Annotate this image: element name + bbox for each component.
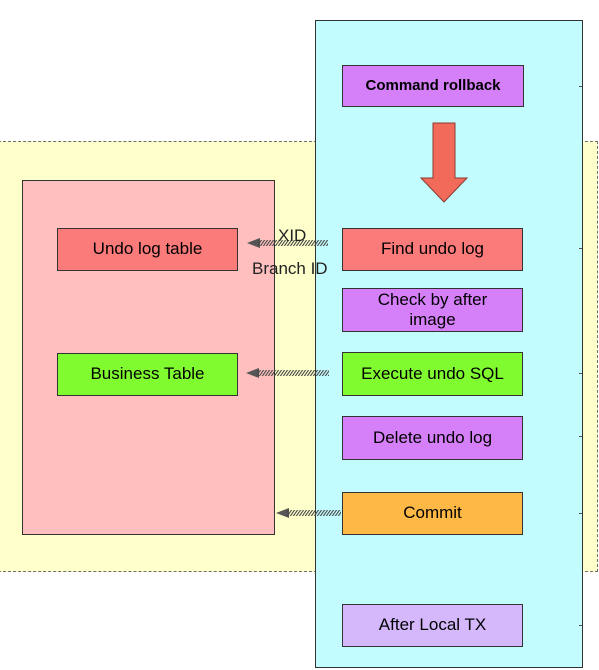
commit-step: Commit	[342, 492, 523, 535]
find-undo-log-step: Find undo log	[342, 228, 523, 271]
branch-id-label: Branch ID	[252, 259, 328, 278]
execute-undo-sql-step: Execute undo SQL	[342, 352, 523, 396]
after-local-tx-step: After Local TX	[342, 604, 523, 647]
arrow-execute-to-business-table	[246, 368, 329, 378]
edge-tick	[579, 86, 582, 87]
undo-log-table: Undo log table	[57, 228, 238, 271]
edge-tick	[579, 248, 582, 249]
edge-tick	[579, 625, 582, 626]
edge-tick	[579, 513, 582, 514]
arrow-find-to-undo-table	[247, 238, 328, 248]
business-table: Business Table	[57, 353, 238, 396]
xid-label: XID	[278, 226, 307, 245]
edge-tick	[579, 373, 582, 374]
arrow-commit-to-database	[276, 508, 341, 518]
down-arrow	[419, 122, 469, 203]
check-after-image-step: Check by after image	[342, 288, 523, 332]
edge-tick	[579, 436, 582, 437]
command-rollback-step: Command rollback	[342, 65, 524, 107]
delete-undo-log-step: Delete undo log	[342, 416, 523, 460]
